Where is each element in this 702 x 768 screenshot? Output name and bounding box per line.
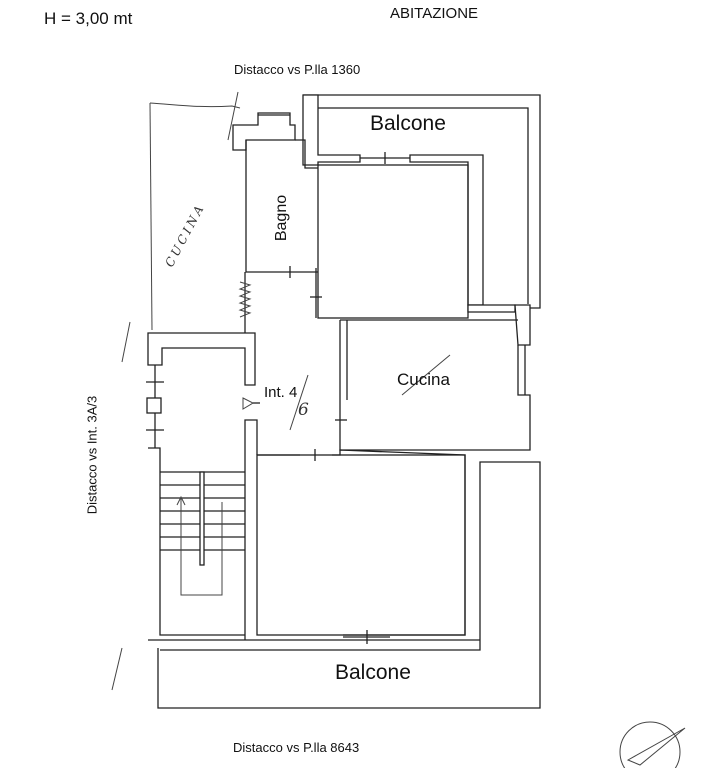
- distance-south: Distacco vs P.lla 8643: [233, 740, 360, 755]
- unit-correction: 6: [298, 400, 309, 420]
- bottom-balcony: [111, 461, 541, 709]
- kitchen-walls: [335, 319, 531, 451]
- north-arrow: [619, 721, 686, 768]
- bathroom-walls: [232, 112, 318, 335]
- balcony-top-label: Balcone: [370, 112, 446, 135]
- balcony-bottom-label: Balcone: [335, 661, 411, 684]
- kitchen-label: Cucina: [397, 370, 450, 389]
- neighbor-area: [121, 91, 241, 363]
- height-label: H = 3,00 mt: [44, 9, 133, 28]
- unit-label: Int. 4: [264, 384, 298, 401]
- distance-north: Distacco vs P.lla 1360: [234, 62, 361, 77]
- lower-room: [244, 419, 466, 644]
- distance-west: Distacco vs Int. 3A/3: [84, 395, 100, 515]
- staircase: [146, 332, 260, 636]
- plan-title: ABITAZIONE: [390, 5, 479, 22]
- bathroom-label: Bagno: [273, 194, 290, 242]
- upper-bedroom: [310, 164, 531, 346]
